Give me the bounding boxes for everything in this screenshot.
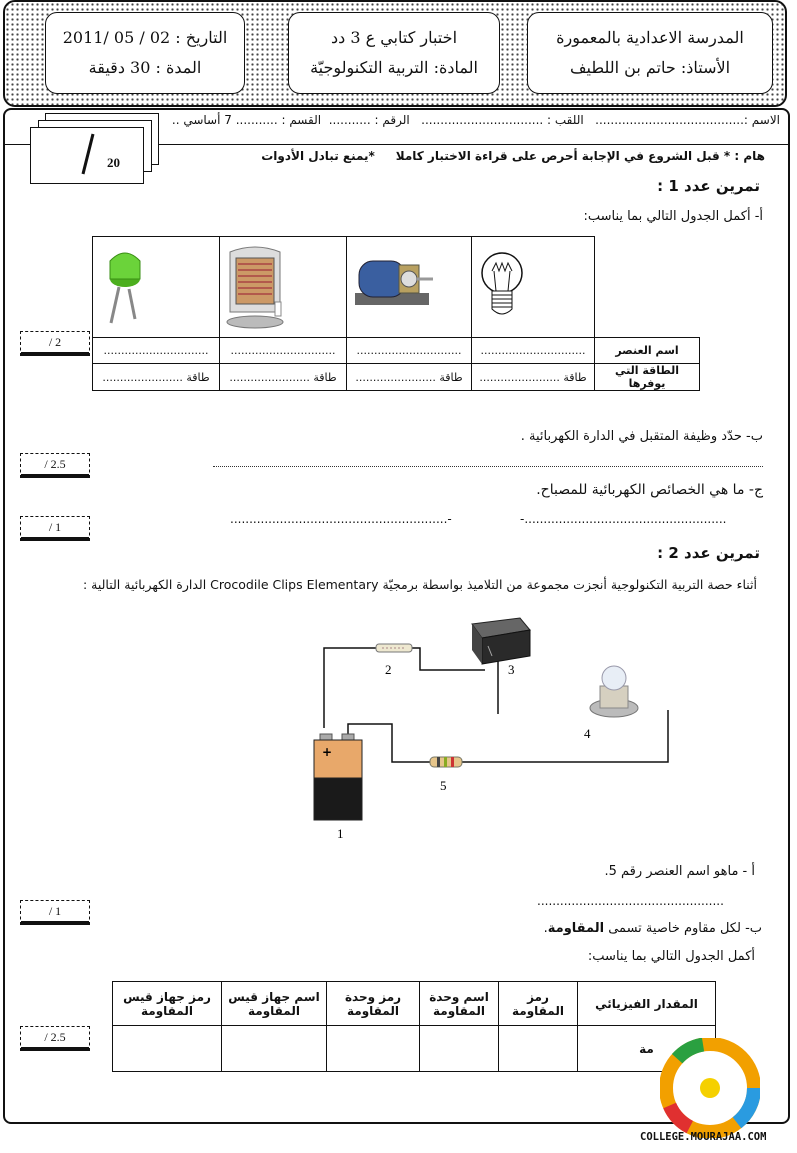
ex1-table: .............................. .........… bbox=[92, 236, 700, 391]
label-5: 5 bbox=[440, 778, 447, 793]
ex2-b-text-post: . bbox=[543, 921, 548, 936]
image-cell-motor bbox=[346, 236, 472, 338]
exam-duration: المدة : 30 دقيقة bbox=[88, 58, 202, 77]
wire-5 bbox=[462, 710, 669, 763]
name-cell-2[interactable]: .............................. bbox=[346, 337, 472, 364]
ex1-c-text: ج- ما هي الخصائص الكهربائية للمصباح. bbox=[536, 482, 763, 498]
cell-symbol[interactable] bbox=[498, 1025, 578, 1072]
site-logo bbox=[660, 1038, 760, 1138]
subject-name: المادة: التربية التكنولوجيّة bbox=[310, 58, 478, 77]
energy-cell-3[interactable]: طاقة ....................... bbox=[219, 363, 347, 391]
exam-title: اختبار كتابي ع 3 دد bbox=[330, 28, 458, 47]
cell-unit-symbol[interactable] bbox=[326, 1025, 420, 1072]
image-cell-lamp bbox=[471, 236, 595, 338]
cell-meter-name[interactable] bbox=[221, 1025, 327, 1072]
grade-ex2-a-text: / 1 bbox=[48, 904, 62, 918]
ex1-b-answer-line[interactable] bbox=[213, 466, 763, 467]
teacher-name: الأستاذ: حاتم بن اللطيف bbox=[569, 58, 731, 77]
wire-2 bbox=[410, 647, 485, 671]
ex1-a-text: أ- أكمل الجدول التالي بما يناسب: bbox=[583, 209, 763, 224]
energy-cell-1[interactable]: طاقة ....................... bbox=[471, 363, 595, 391]
grade-ex2-a: / 1 bbox=[20, 900, 90, 925]
header-meter-symbol: رمز جهاز قيس المقاومة bbox=[112, 981, 222, 1026]
exam-box: اختبار كتابي ع 3 دد المادة: التربية التك… bbox=[288, 12, 500, 94]
row-energy-label: الطاقة التي يوفرها bbox=[594, 363, 700, 391]
logo-text: COLLEGE.MOURAJAA.COM bbox=[640, 1131, 767, 1143]
header-unit-symbol: رمز وحدة المقاومة bbox=[326, 981, 420, 1026]
energy-cell-2[interactable]: طاقة ....................... bbox=[346, 363, 472, 391]
switch-icon bbox=[471, 617, 531, 665]
notice: هام : * قبل الشروع في الإجابة أحرص على ق… bbox=[250, 149, 765, 163]
header-quantity: المقدار الفيزيائي bbox=[577, 981, 716, 1026]
ex1-c-line-2[interactable]: ........................................… bbox=[230, 512, 452, 526]
label-4: 4 bbox=[584, 726, 591, 741]
battery-icon bbox=[313, 733, 363, 821]
resistor-icon bbox=[429, 756, 463, 768]
image-cell-led bbox=[92, 236, 220, 338]
ex2-intro: أثناء حصة التربية التكنولوجية أنجزت مجمو… bbox=[82, 577, 757, 592]
ex2-b-text-bold: المقاومة bbox=[547, 921, 605, 936]
header-unit-name: اسم وحدة المقاومة bbox=[419, 981, 499, 1026]
ex1-c-line-1[interactable]: -.......................................… bbox=[520, 512, 727, 526]
header-symbol: رمز المقاومة bbox=[498, 981, 578, 1026]
bulb-holder-icon bbox=[589, 665, 639, 718]
school-name: المدرسة الاعدادية بالمعمورة bbox=[556, 28, 744, 47]
row-name-label: اسم العنصر bbox=[594, 337, 700, 364]
school-box: المدرسة الاعدادية بالمعمورة الأستاذ: حات… bbox=[527, 12, 773, 94]
heater-icon bbox=[226, 246, 284, 329]
notice-text-2: *يمنع تبادل الأدوات bbox=[261, 149, 375, 163]
student-info: الاسم :.................................… bbox=[160, 113, 780, 139]
name-cell-1[interactable]: .............................. bbox=[471, 337, 595, 364]
label-3: 3 bbox=[508, 662, 515, 677]
ex2-a-text: أ - ماهو اسم العنصر رقم 5. bbox=[604, 864, 755, 879]
notice-prefix: هام : bbox=[734, 149, 765, 163]
ex2-table-intro: أكمل الجدول التالي بما يناسب: bbox=[587, 949, 755, 964]
lamp-bulb-icon bbox=[481, 252, 523, 315]
label-1: 1 bbox=[337, 826, 344, 841]
wire-4 bbox=[347, 723, 430, 763]
surname-field[interactable]: اللقب : ................................ bbox=[421, 113, 584, 127]
score-total: 20 bbox=[107, 155, 120, 170]
grade-ex1-c: / 1 bbox=[20, 516, 90, 541]
name-field[interactable]: الاسم :.................................… bbox=[595, 113, 780, 127]
wire-1 bbox=[323, 647, 378, 728]
cell-meter-symbol[interactable] bbox=[112, 1025, 222, 1072]
logo-emblem-icon bbox=[660, 1038, 760, 1138]
image-cell-heater bbox=[219, 236, 347, 338]
grade-ex1-a: / 2 bbox=[20, 331, 90, 356]
name-cell-4[interactable]: .............................. bbox=[92, 337, 220, 364]
grade-ex1-b: / 2.5 bbox=[20, 453, 90, 478]
ex2-b-text-pre: ب- لكل مقاوم خاصية تسمى bbox=[604, 921, 762, 936]
ex1-title: تمرين عدد 1 : bbox=[657, 177, 760, 195]
exam-date: التاريخ : 02 / 05 /2011 bbox=[62, 28, 228, 47]
info-separator bbox=[3, 144, 788, 145]
name-cell-3[interactable]: .............................. bbox=[219, 337, 347, 364]
corner-cell bbox=[594, 236, 700, 338]
circuit-diagram: + 2 3 4 5 1 bbox=[313, 617, 669, 841]
header-meter-name: اسم جهاز قيس المقاومة bbox=[221, 981, 327, 1026]
label-2: 2 bbox=[385, 662, 392, 677]
main-frame bbox=[3, 108, 790, 1124]
grade-ex2-b: / 2.5 bbox=[20, 1026, 90, 1051]
number-field[interactable]: الرقم : ........... bbox=[328, 113, 410, 127]
ex2-table: رمز جهاز قيس المقاومة اسم جهاز قيس المقا… bbox=[112, 981, 716, 1072]
led-icon bbox=[109, 252, 141, 324]
ex2-a-answer-line[interactable]: ........................................… bbox=[537, 894, 724, 908]
ex2-b-text: ب- لكل مقاوم خاصية تسمى المقاومة. bbox=[470, 921, 762, 936]
cell-unit-name[interactable] bbox=[419, 1025, 499, 1072]
fuse-icon bbox=[375, 643, 413, 653]
ex2-title: تمرين عدد 2 : bbox=[657, 544, 760, 562]
date-box: التاريخ : 02 / 05 /2011 المدة : 30 دقيقة bbox=[45, 12, 245, 94]
ex1-b-text: ب- حدّد وظيفة المتقبل في الدارة الكهربائ… bbox=[520, 429, 763, 444]
battery-plus-sign: + bbox=[322, 745, 332, 759]
energy-cell-4[interactable]: طاقة ....................... bbox=[92, 363, 220, 391]
class-field[interactable]: القسم : ........... 7 أساسي .. bbox=[171, 113, 322, 127]
motor-icon bbox=[355, 260, 433, 305]
score-sheet-front: 20 bbox=[30, 127, 144, 184]
notice-text: * قبل الشروع في الإجابة أحرص على قراءة ا… bbox=[395, 149, 731, 163]
